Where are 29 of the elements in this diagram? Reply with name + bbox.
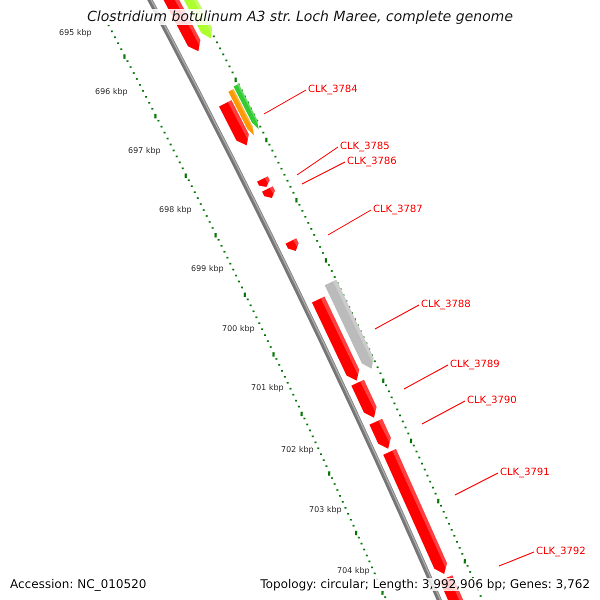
leader-line	[296, 146, 338, 176]
leader-line	[264, 90, 306, 114]
gene-label: CLK_3792	[536, 546, 586, 558]
leader-line	[498, 552, 534, 566]
gene-label: CLK_3789	[450, 359, 500, 371]
gene-label: CLK_3785	[340, 141, 390, 153]
gene-label: CLK_3788	[421, 299, 471, 311]
gene-label: CLK_3787	[373, 204, 423, 216]
gene-label: CLK_3786	[347, 156, 397, 168]
leader-line	[454, 472, 498, 496]
scale-label: 704 kbp	[337, 566, 370, 576]
scale-label: 701 kbp	[251, 383, 284, 393]
leader-line	[374, 304, 420, 330]
scale-label: 697 kbp	[128, 146, 161, 156]
scale-label: 699 kbp	[191, 264, 224, 274]
leader-line	[422, 400, 466, 424]
leader-line	[328, 210, 372, 236]
gene-label: CLK_3791	[500, 467, 550, 479]
scale-label: 695 kbp	[59, 28, 92, 38]
scale-label: 702 kbp	[281, 445, 314, 455]
scale-label: 700 kbp	[222, 324, 255, 334]
leader-line	[404, 364, 448, 390]
scale-label: 703 kbp	[309, 505, 342, 515]
gene-label: CLK_3784	[308, 84, 358, 96]
leader-line	[302, 162, 346, 184]
scale-label: 696 kbp	[95, 87, 128, 97]
scale-label: 698 kbp	[159, 205, 192, 215]
gene-label: CLK_3790	[467, 395, 517, 407]
info-text: Accession: NC_010520	[10, 578, 146, 591]
